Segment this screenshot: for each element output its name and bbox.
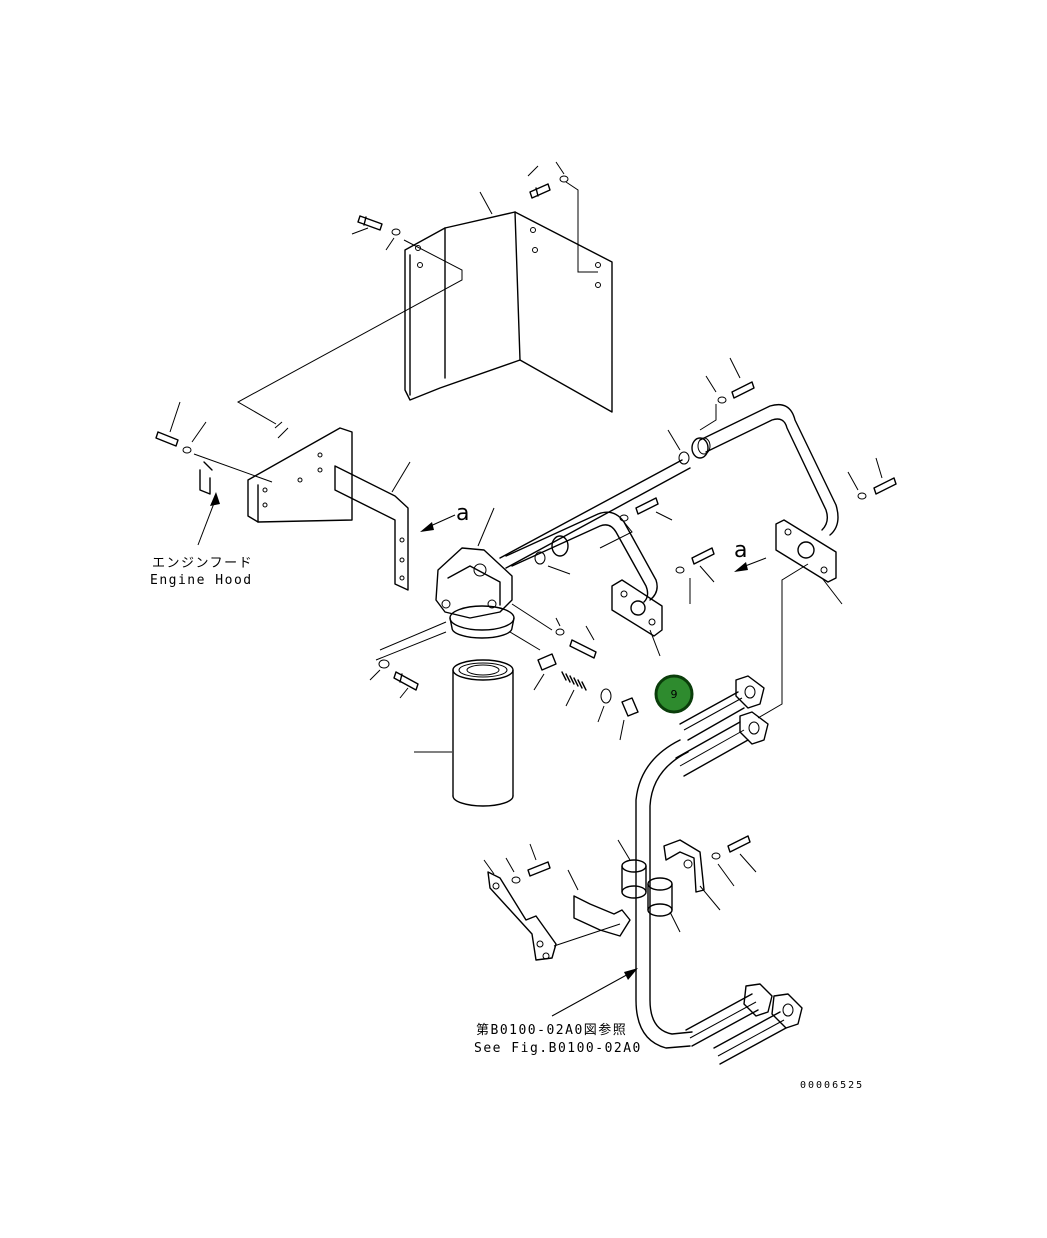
clamp-right [663, 839, 721, 911]
bolt-far-right [847, 457, 897, 500]
bolt-top-left [236, 215, 463, 425]
engine-hood-label-jp: エンジンフード [152, 556, 253, 571]
see-fig-label-en: See Fig.B0100-02A0 [474, 1041, 642, 1056]
clamp-cushions [617, 839, 681, 933]
bolt-clamp-right [711, 835, 757, 887]
filter-bracket [247, 421, 411, 591]
engine-hood-label-en: Engine Hood [150, 573, 253, 588]
see-fig-label-jp: 第B0100-02A0図参照 [476, 1022, 627, 1038]
clamp-left [553, 869, 631, 947]
view-marker-right: a [734, 538, 747, 563]
bolt-lower-clamp [505, 843, 551, 884]
bolt-upper-right [699, 357, 755, 431]
callout-number: 9 [671, 688, 678, 701]
engine-hood-arrow [197, 461, 220, 546]
view-marker-left: a [456, 501, 469, 526]
callout-badge-9[interactable]: 9 [654, 674, 694, 714]
filter-head [435, 507, 515, 639]
bolt-top-center [527, 161, 598, 273]
bolt-mid-tube [599, 497, 673, 549]
upper-tube [499, 403, 839, 569]
drawing-number: 00006525 [800, 1080, 864, 1091]
bolt-head-right [511, 603, 597, 659]
view-arrow-right [734, 557, 767, 572]
view-arrow-left [420, 514, 456, 532]
bracket-lower-left [483, 859, 557, 961]
see-fig-leader [551, 968, 638, 1017]
mid-flange-plate [611, 579, 663, 657]
bolt-lower-left [369, 621, 447, 699]
bolt-left [155, 401, 273, 483]
upper-cover-panel [404, 191, 613, 413]
bypass-valve-parts [509, 631, 639, 741]
right-flange-plate [757, 519, 843, 719]
bolt-mid-right [675, 547, 715, 604]
filter-cartridge [414, 659, 514, 807]
hose-assembly [635, 675, 803, 1065]
